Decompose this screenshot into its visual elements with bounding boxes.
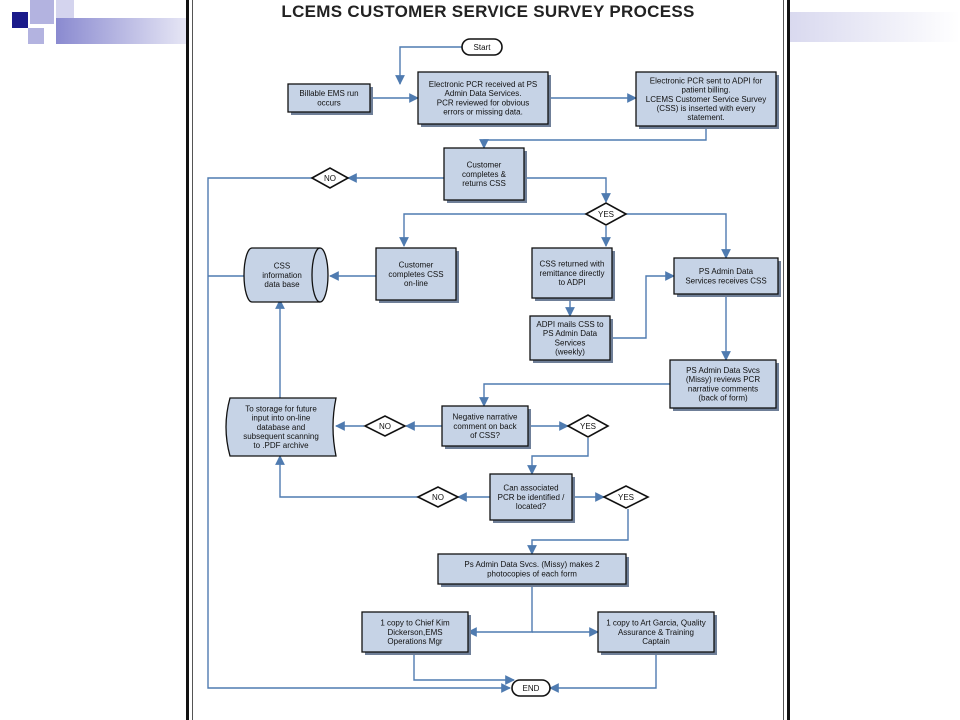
yes2-diamond	[566, 414, 610, 438]
no3-node: NO	[416, 486, 460, 508]
no1-label: NO	[324, 174, 336, 183]
arrow-yes3-to-photocopies	[527, 509, 629, 555]
arrow-missy-to-negative	[479, 383, 670, 407]
no3-diamond	[416, 486, 460, 508]
no2-diamond	[363, 415, 407, 437]
copy_chief-box	[361, 611, 469, 653]
deco-square-lilac-1	[30, 0, 54, 24]
start-label: Start	[474, 43, 492, 52]
arrow-no1-to-end	[207, 177, 511, 693]
arrow-chief-to-end	[413, 652, 515, 685]
end-label: END	[523, 684, 540, 693]
yes1-node: YES	[584, 202, 628, 226]
pcr_received-box	[417, 71, 549, 125]
arrow-sent-to-customer	[479, 126, 707, 149]
arrow-start-to-billable	[395, 46, 462, 85]
start-terminal	[461, 38, 503, 56]
ps_receives-box	[673, 257, 779, 295]
arrow-photocopies-to-chief	[467, 586, 533, 637]
start-node: Start	[461, 38, 503, 56]
yes2-node: YES	[566, 414, 610, 438]
yes1-diamond	[584, 202, 628, 226]
no2-label: NO	[379, 422, 391, 431]
missy_reviews-box	[669, 359, 777, 409]
arrow-adpi-to-ps-receives	[610, 271, 675, 339]
billable-box	[287, 83, 371, 113]
arrow-no3-to-storage	[275, 455, 418, 498]
sheet-inner-line-left	[192, 0, 193, 720]
online-box	[375, 247, 457, 301]
yes3-node: YES	[602, 485, 650, 509]
negative-box	[441, 405, 529, 447]
yes1-label: YES	[598, 210, 614, 219]
arrow-yes2-to-identify	[527, 438, 589, 475]
deco-square-navy-1	[12, 12, 28, 28]
identify-box	[489, 473, 573, 521]
yes2-label: YES	[580, 422, 596, 431]
deco-bar-gradient-right	[790, 12, 960, 42]
sheet-inner-line-right	[783, 0, 784, 720]
pcr_sent-box	[635, 71, 777, 127]
yes3-diamond	[602, 485, 650, 509]
no1-node: NO	[310, 167, 350, 189]
storage-shape	[225, 397, 337, 457]
no3-label: NO	[432, 493, 444, 502]
remittance-box	[531, 247, 613, 299]
yes3-label: YES	[618, 493, 634, 502]
deco-square-lilac-2	[28, 28, 44, 44]
no2-node: NO	[363, 415, 407, 437]
end-node: END	[511, 679, 551, 697]
photocopies-box	[437, 553, 627, 585]
deco-bar-gradient-left	[56, 18, 186, 44]
copy_art-box	[597, 611, 715, 653]
arrow-art-to-end	[549, 654, 657, 693]
adpi_mails-box	[529, 315, 611, 361]
deco-square-lilac-3	[56, 0, 74, 18]
page-title: LCEMS CUSTOMER SERVICE SURVEY PROCESS	[281, 2, 695, 21]
no1-diamond	[310, 167, 350, 189]
customer_returns-box	[443, 147, 525, 201]
arrow-customer-to-yes1	[524, 177, 611, 203]
connectors	[207, 46, 731, 693]
end-terminal	[511, 679, 551, 697]
arrow-yes1-to-ps-receives	[626, 213, 731, 259]
arrow-yes1-to-online	[399, 213, 588, 247]
